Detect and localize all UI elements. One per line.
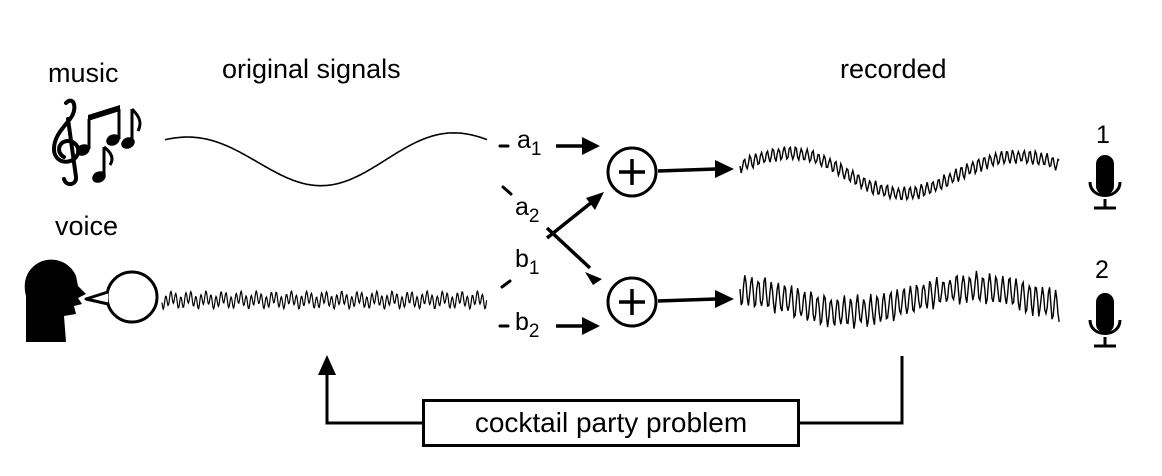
arrow-icon xyxy=(582,137,600,155)
arrow-cross-down xyxy=(545,226,592,270)
mic-number-2: 2 xyxy=(1095,256,1109,284)
plus-circle-icon xyxy=(606,276,658,328)
arrow-icon xyxy=(585,272,602,285)
recorded-wave-2 xyxy=(739,270,1060,329)
music-notes-icon xyxy=(51,98,142,186)
speaking-head-icon xyxy=(24,259,86,342)
arrow-icon xyxy=(318,355,336,375)
coefficient-dashes xyxy=(498,144,513,328)
arrow-icon xyxy=(715,290,734,308)
coefficient-b1: b1 xyxy=(515,245,540,279)
arrow-icon xyxy=(715,160,734,178)
mixing-arrows xyxy=(545,144,717,328)
problem-box-label: cocktail party problem xyxy=(474,407,748,438)
recorded-wave-1 xyxy=(739,145,1060,202)
music-label: music xyxy=(48,58,119,88)
coefficient-b2: b2 xyxy=(515,308,540,342)
original-signals-label: original signals xyxy=(222,54,401,84)
microphone-icon xyxy=(1088,293,1122,348)
feedback-loop xyxy=(325,356,904,425)
recorded-label: recorded xyxy=(840,54,947,84)
arrow-plus2-out xyxy=(657,297,717,303)
voice-label: voice xyxy=(55,211,119,241)
music-original-wave xyxy=(164,132,488,187)
mic-number-1: 1 xyxy=(1096,121,1110,149)
voice-original-wave xyxy=(161,289,488,311)
problem-box: cocktail party problem xyxy=(422,399,800,447)
coefficient-a1: a1 xyxy=(517,126,542,160)
coefficient-a2: a2 xyxy=(515,193,540,227)
speech-bubble-icon xyxy=(84,270,159,324)
arrow-heads xyxy=(318,137,734,375)
arrow-plus1-out xyxy=(657,167,717,173)
arrow-icon xyxy=(586,192,604,210)
arrow-icon xyxy=(582,317,600,335)
arrow-cross-up xyxy=(545,200,594,240)
plus-circle-icon xyxy=(606,146,658,198)
microphone-icon xyxy=(1088,155,1122,210)
